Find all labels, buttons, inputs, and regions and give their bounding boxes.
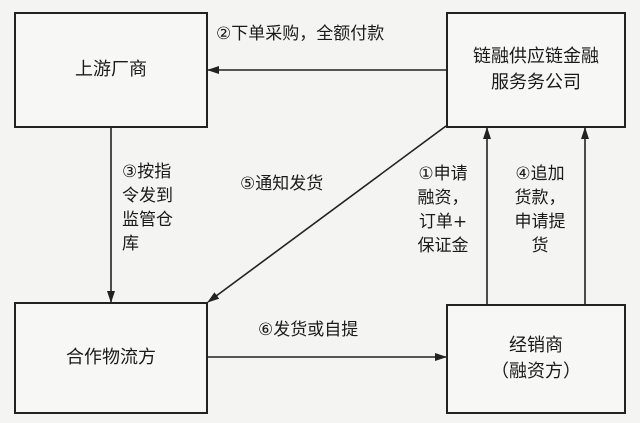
node-upstream-manufacturer: 上游厂商 [14,12,208,128]
arrow-notify-shipping [207,125,447,303]
node-dealer-label-line1: 经销商 [509,335,563,356]
edge-label-ship-to-warehouse: ③按指 令发到 监管仓 库 [122,162,173,254]
node-platform-label-line1: 链融供应链金融 [473,46,599,67]
node-upstream-label: 上游厂商 [75,59,147,80]
node-dealer-label-line2: （融资方） [491,361,581,382]
edge-label-delivery: ⑥发货或自提 [258,320,359,340]
edge-label-order-payment: ②下单采购，全额付款 [216,24,385,44]
edge-label-extra-payment: ④追加 货款， 申请提 货 [514,164,566,256]
node-finance-platform: 链融供应链金融 服务务公司 [446,12,626,128]
node-logistics-partner: 合作物流方 [14,302,208,414]
edge-label-notify-shipping: ⑤通知发货 [240,174,324,194]
node-platform-label-line2: 服务务公司 [491,72,581,93]
node-dealer: 经销商 （融资方） [446,304,626,414]
node-logistics-label: 合作物流方 [66,347,156,368]
edge-label-apply-financing: ①申请 融资， 订单+ 保证金 [417,164,469,256]
